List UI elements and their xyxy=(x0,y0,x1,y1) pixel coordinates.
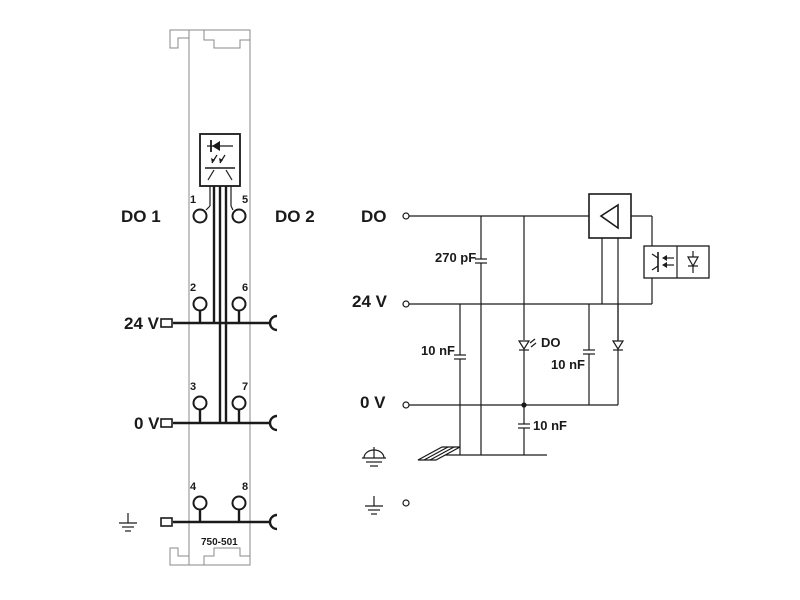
terminal-4 xyxy=(192,495,208,511)
module-optocoupler-icon xyxy=(199,133,241,187)
schematic-terminal-0v xyxy=(402,401,410,409)
cap-label-10nf-left: 10 nF xyxy=(421,343,455,358)
schematic-label-24v: 24 V xyxy=(352,292,388,311)
ground-icon xyxy=(365,496,383,515)
rail-ground-connector-left xyxy=(160,517,173,527)
schematic-terminal-24v xyxy=(402,300,410,308)
capacitor-icon xyxy=(583,304,595,405)
module-code: 750-501 xyxy=(201,537,238,548)
pin-label-3: 3 xyxy=(190,381,196,393)
pin-label-8: 8 xyxy=(242,481,248,493)
led-label-do: DO xyxy=(541,335,561,350)
optocoupler-icon xyxy=(643,245,710,279)
rail-24v-connector-right xyxy=(268,314,278,332)
rail-label-0v: 0 V xyxy=(134,414,160,433)
terminal-8 xyxy=(231,495,247,511)
terminal-5 xyxy=(231,208,247,224)
terminal-2 xyxy=(192,296,208,312)
terminal-1 xyxy=(192,208,208,224)
schematic-view: DO 24 V 0 V 270 pF 10 nF DO 10 nF 10 nF xyxy=(352,193,710,515)
cap-label-10nf-bottom: 10 nF xyxy=(533,418,567,433)
amplifier-icon xyxy=(588,193,632,239)
terminal-7 xyxy=(231,395,247,411)
pin-label-4: 4 xyxy=(190,481,197,493)
pin-label-5: 5 xyxy=(242,194,248,206)
terminal-3 xyxy=(192,395,208,411)
pin-label-1: 1 xyxy=(190,194,196,206)
led-icon xyxy=(517,216,537,405)
rail-0v-connector-right xyxy=(268,414,278,432)
schematic-label-0v: 0 V xyxy=(360,393,386,412)
schematic-terminal-do xyxy=(402,212,410,220)
diode-icon xyxy=(611,304,625,351)
pin-label-6: 6 xyxy=(242,282,248,294)
module-view: DO 1 DO 2 24 V 0 V 1 5 2 6 3 7 4 8 750-5… xyxy=(119,29,315,566)
schematic-label-do: DO xyxy=(361,207,387,226)
rail-ground-connector-right xyxy=(268,513,278,531)
capacitor-icon xyxy=(518,405,530,455)
cap-label-270pf: 270 pF xyxy=(435,250,476,265)
ground-icon xyxy=(119,513,137,532)
capacitor-icon xyxy=(475,216,487,455)
module-housing xyxy=(169,29,251,566)
pin-label-2: 2 xyxy=(190,282,196,294)
din-rail-icon xyxy=(417,446,461,461)
capacitor-icon xyxy=(454,304,466,455)
schematic-terminal-ground xyxy=(402,499,410,507)
rail-label-24v: 24 V xyxy=(124,314,160,333)
cap-label-10nf-mid: 10 nF xyxy=(551,357,585,372)
rail-0v-connector-left xyxy=(160,418,173,428)
terminal-6 xyxy=(231,296,247,312)
functional-earth-icon xyxy=(362,447,386,467)
rail-24v-connector-left xyxy=(160,318,173,328)
channel-label-do1: DO 1 xyxy=(121,207,161,226)
pin-label-7: 7 xyxy=(242,381,248,393)
channel-label-do2: DO 2 xyxy=(275,207,315,226)
